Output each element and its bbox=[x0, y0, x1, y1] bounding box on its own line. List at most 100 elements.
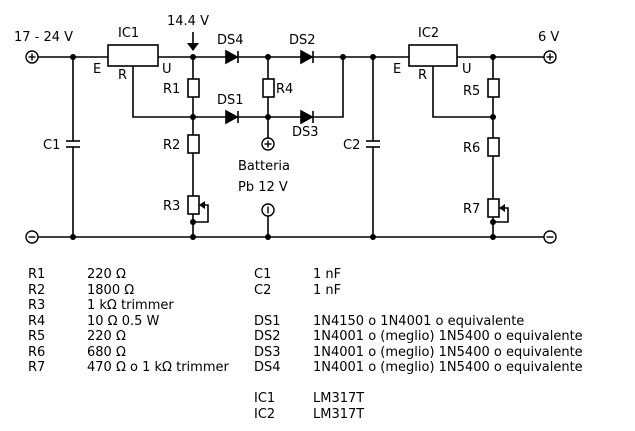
bom-value: 1 nF bbox=[313, 282, 342, 298]
junction bbox=[190, 219, 196, 225]
diode-ds3 bbox=[300, 109, 314, 125]
label-r7: R7 bbox=[463, 202, 480, 217]
junction bbox=[70, 234, 76, 240]
bom-row: IC2 LM317T bbox=[254, 407, 583, 423]
ic1-pin-u: U bbox=[162, 62, 172, 77]
bom-value: 470 Ω o 1 kΩ trimmer bbox=[87, 360, 229, 375]
resistor-r5 bbox=[487, 78, 500, 98]
junction bbox=[190, 234, 196, 240]
junction bbox=[490, 234, 496, 240]
bom-row: R3 1 kΩ trimmer bbox=[28, 298, 229, 314]
label-c1: C1 bbox=[43, 138, 60, 153]
wire-ic2-adj bbox=[432, 66, 493, 118]
junction bbox=[490, 54, 496, 60]
junction bbox=[265, 54, 271, 60]
battery-type-label: Pb 12 V bbox=[238, 180, 288, 195]
bom-ref: R6 bbox=[28, 344, 46, 360]
resistor-r4 bbox=[262, 78, 275, 98]
plus-terminal-icon bbox=[25, 50, 39, 64]
bom-ref: R3 bbox=[28, 298, 46, 313]
plus-terminal-icon bbox=[543, 50, 557, 64]
junction bbox=[490, 114, 496, 120]
bom-row: R6 680 Ω bbox=[28, 345, 229, 361]
junction bbox=[70, 54, 76, 60]
trimmer-arrow-r3 bbox=[199, 201, 205, 209]
junction bbox=[190, 54, 196, 60]
junction bbox=[265, 234, 271, 240]
bom-ref: DS2 bbox=[254, 329, 281, 344]
bom-ref: C1 bbox=[254, 267, 272, 282]
minus-terminal-icon bbox=[543, 230, 557, 244]
bom-value: 220 Ω bbox=[87, 329, 126, 344]
resistor-r1 bbox=[187, 78, 200, 98]
bom-ref: DS1 bbox=[254, 313, 281, 329]
battery-plus-terminal-icon bbox=[261, 137, 275, 151]
ic2-body bbox=[408, 44, 458, 67]
bom-ref: R5 bbox=[28, 329, 46, 344]
bom-other: C1 1 nF C2 1 nF DS1 1N4150 o 1N4001 o equiv… bbox=[254, 267, 583, 422]
bom-row: C1 1 nF bbox=[254, 267, 583, 283]
bom-row: DS3 1N4001 o (meglio) 1N5400 o equivalent… bbox=[254, 345, 583, 361]
charge-voltage-label: 14.4 V bbox=[167, 14, 209, 29]
junction bbox=[370, 54, 376, 60]
bom-value: 680 Ω bbox=[87, 344, 126, 360]
label-ds1: DS1 bbox=[217, 93, 244, 108]
ic1-pin-r: R bbox=[118, 68, 127, 83]
label-r2: R2 bbox=[163, 138, 180, 153]
bom-ref: C2 bbox=[254, 282, 272, 298]
ic1-body bbox=[107, 44, 159, 67]
junction bbox=[265, 114, 271, 120]
bom-value: LM317T bbox=[313, 406, 365, 422]
junction bbox=[190, 114, 196, 120]
diode-ds4 bbox=[225, 49, 239, 65]
bom-ref: DS3 bbox=[254, 344, 281, 360]
bom-row: IC1 LM317T bbox=[254, 391, 583, 407]
voltage-arrow-head bbox=[187, 43, 199, 51]
bom-row: R7 470 Ω o 1 kΩ trimmer bbox=[28, 360, 229, 376]
label-r1: R1 bbox=[163, 82, 180, 97]
ic1-label: IC1 bbox=[118, 26, 139, 41]
label-c2: C2 bbox=[343, 138, 360, 153]
label-r5: R5 bbox=[463, 84, 480, 99]
bom-ref: IC1 bbox=[254, 391, 276, 406]
label-ds3: DS3 bbox=[292, 125, 319, 140]
ic1-pin-e: E bbox=[93, 62, 101, 77]
battery-label: Batteria bbox=[238, 159, 290, 174]
bom-row: C2 1 nF bbox=[254, 283, 583, 299]
bom-row: DS1 1N4150 o 1N4001 o equivalente bbox=[254, 314, 583, 330]
battery-minus-terminal-icon bbox=[261, 203, 275, 217]
bom-value: 1N4001 o (meglio) 1N5400 o equivalente bbox=[313, 344, 583, 360]
label-r3: R3 bbox=[163, 199, 180, 214]
bom-row: DS4 1N4001 o (meglio) 1N5400 o equivalent… bbox=[254, 360, 583, 376]
bom-ref: IC2 bbox=[254, 406, 276, 422]
output-voltage-label: 6 V bbox=[538, 30, 559, 45]
resistor-r3 bbox=[187, 195, 200, 215]
bom-row: R5 220 Ω bbox=[28, 329, 229, 345]
bom-value: 1N4001 o (meglio) 1N5400 o equivalente bbox=[313, 329, 583, 344]
label-ds4: DS4 bbox=[217, 33, 244, 48]
bom-ref: R4 bbox=[28, 313, 46, 329]
bom-ref: R7 bbox=[28, 360, 46, 375]
bom-value: 1 kΩ trimmer bbox=[87, 298, 174, 313]
bom-value: 1800 Ω bbox=[87, 282, 135, 298]
bom-ref: DS4 bbox=[254, 360, 281, 375]
junction bbox=[490, 219, 496, 225]
bom-row: DS2 1N4001 o (meglio) 1N5400 o equivalent… bbox=[254, 329, 583, 345]
bom-value: LM317T bbox=[313, 391, 365, 406]
label-r6: R6 bbox=[463, 141, 480, 156]
bom-value: 220 Ω bbox=[87, 267, 126, 282]
wire-ds3-ds2 bbox=[313, 57, 344, 118]
bom-value: 1 nF bbox=[313, 267, 342, 282]
diode-ds1 bbox=[225, 109, 239, 125]
resistor-r2 bbox=[187, 134, 200, 154]
input-voltage-label: 17 - 24 V bbox=[14, 30, 73, 45]
junction bbox=[370, 234, 376, 240]
junction bbox=[340, 54, 346, 60]
bom-value: 1N4150 o 1N4001 o equivalente bbox=[313, 313, 525, 329]
bom-value: 1N4001 o (meglio) 1N5400 o equivalente bbox=[313, 360, 583, 375]
